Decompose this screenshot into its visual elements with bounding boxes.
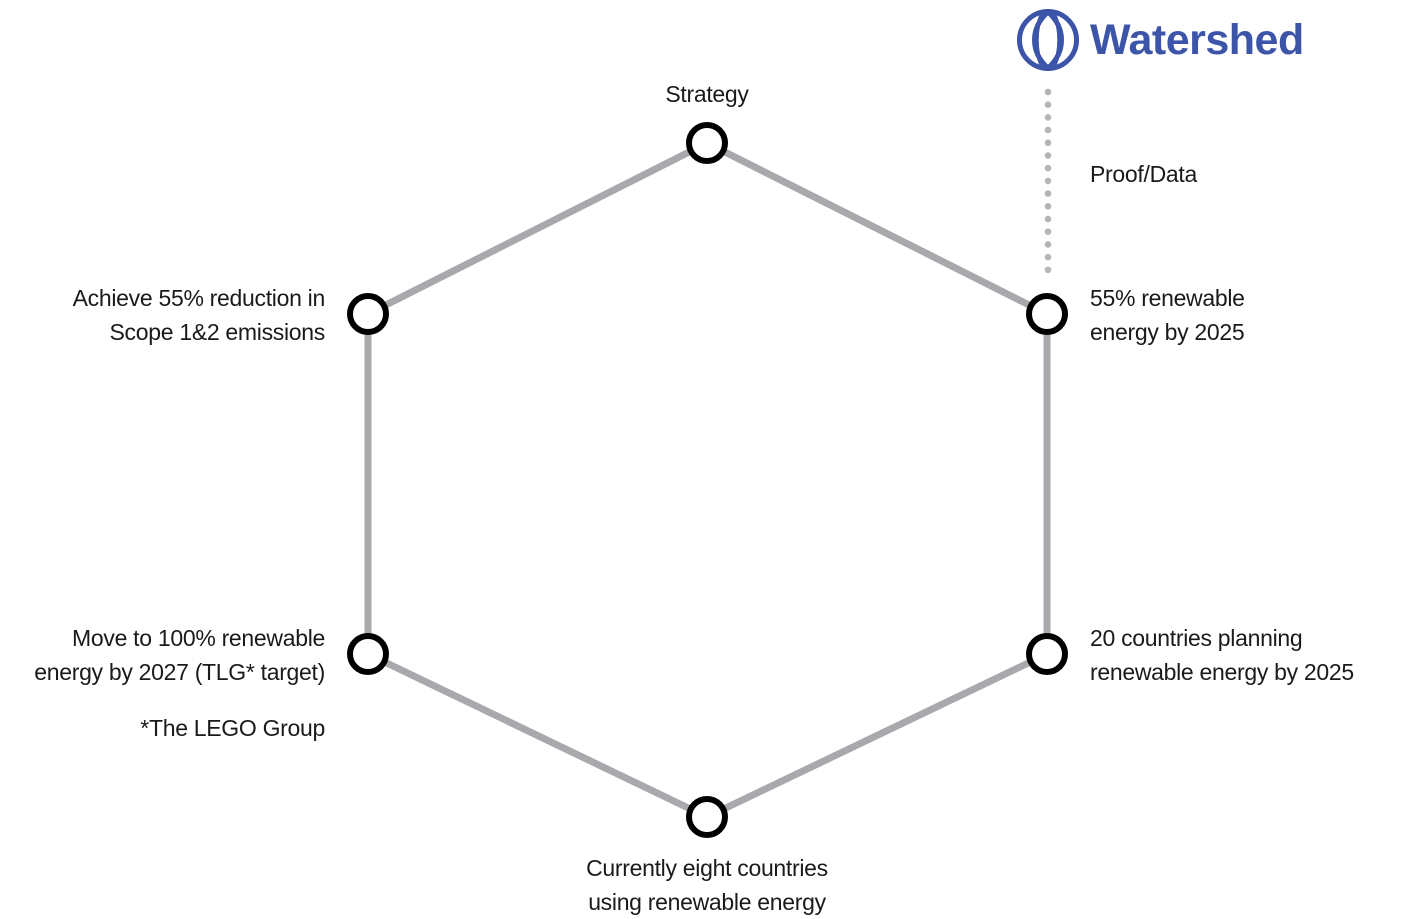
connector-dot <box>1044 139 1052 147</box>
node-label-100-renewable: Move to 100% renewable energy by 2027 (T… <box>34 625 325 685</box>
globe-icon <box>1017 9 1079 71</box>
edge-lower-right-bottom <box>705 650 1049 821</box>
connector-dot <box>1044 126 1052 134</box>
connector-dot <box>1044 101 1052 108</box>
node-lower-right <box>1026 633 1068 675</box>
proof-data-connector <box>1044 88 1052 274</box>
connector-dot <box>1044 114 1052 121</box>
node-upper-left <box>347 293 389 335</box>
node-label-scope-reduction: Achieve 55% reduction in Scope 1&2 emiss… <box>72 285 326 345</box>
node-label-eight-countries: Currently eight countries using renewabl… <box>586 855 828 915</box>
footnote: *The LEGO Group <box>140 715 325 741</box>
hexagon-nodes <box>347 122 1068 838</box>
node-upper-right <box>1026 293 1068 335</box>
node-top <box>686 122 728 164</box>
edge-upper-left-top <box>366 139 709 318</box>
hexagon-edges <box>364 139 1051 821</box>
node-label-20-countries: 20 countries planning renewable energy b… <box>1090 625 1354 685</box>
connector-dot <box>1044 203 1052 210</box>
connector-dot <box>1044 241 1052 248</box>
watershed-logo: Watershed <box>1016 8 1304 72</box>
connector-label-proof-data: Proof/Data <box>1090 161 1197 187</box>
connector-dot <box>1044 190 1052 197</box>
connector-dot <box>1044 164 1052 172</box>
node-bottom <box>686 796 728 838</box>
connector-dot <box>1044 266 1052 274</box>
connector-dot <box>1044 177 1052 185</box>
connector-dot <box>1044 253 1052 261</box>
connector-dot <box>1044 215 1052 223</box>
connector-dot <box>1044 152 1052 159</box>
node-label-renewable-2025: 55% renewable energy by 2025 <box>1090 285 1245 345</box>
connector-dot <box>1044 228 1052 235</box>
edge-top-upper-right <box>705 139 1049 318</box>
node-lower-left <box>347 633 389 675</box>
node-label-strategy: Strategy <box>665 81 749 107</box>
brand-name: Watershed <box>1090 15 1304 64</box>
edge-bottom-lower-left <box>366 650 709 821</box>
connector-dot <box>1044 88 1052 96</box>
